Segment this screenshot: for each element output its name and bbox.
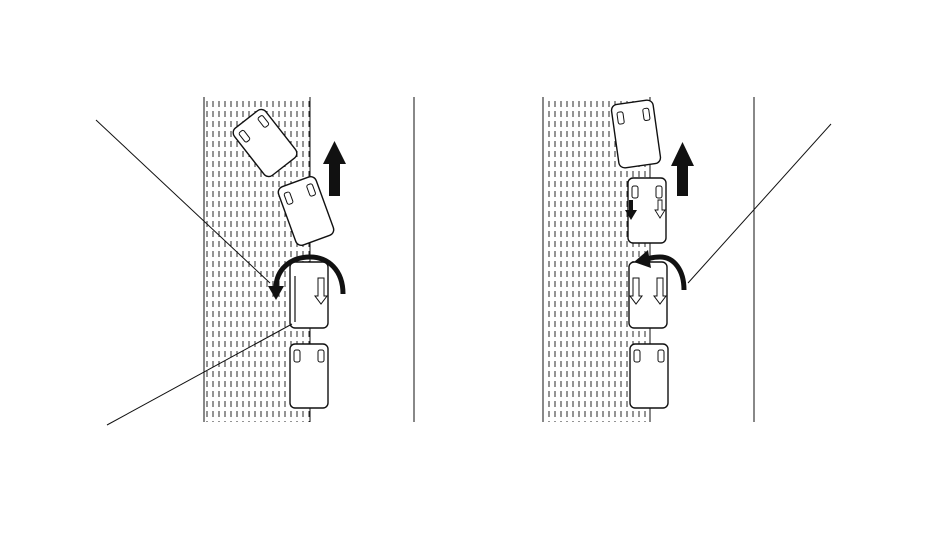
- forward-arrow: [671, 142, 694, 196]
- car-top-2: [277, 176, 335, 246]
- car-top-2: [625, 177, 667, 244]
- left-panel: [95, 97, 415, 426]
- car-turning: [289, 261, 329, 329]
- car-turning: [628, 261, 668, 329]
- forward-arrow: [323, 141, 346, 196]
- car-top-1: [610, 99, 662, 169]
- u-turn-arrow: [268, 254, 346, 300]
- callout-line-right: [687, 123, 832, 284]
- callout-line-upper: [95, 119, 271, 284]
- callout-line-lower: [106, 323, 293, 426]
- right-panel: [542, 97, 832, 422]
- u-turn-arrow: [634, 250, 687, 291]
- car-bottom: [629, 343, 669, 409]
- car-top-1: [232, 108, 298, 178]
- car-bottom: [289, 343, 329, 409]
